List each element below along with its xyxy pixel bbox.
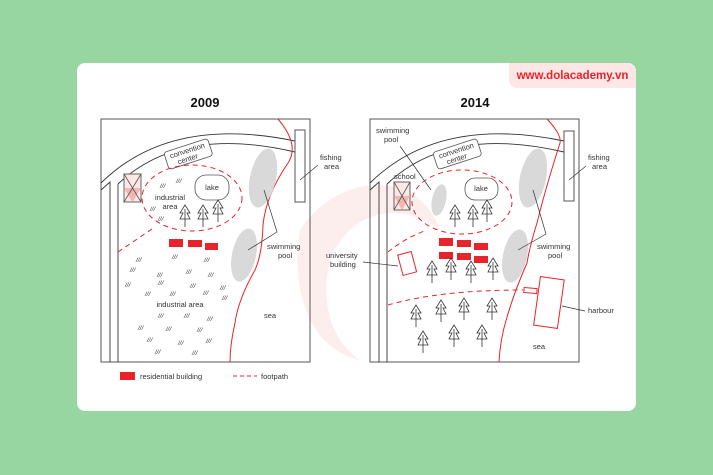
hatch-mark: ///	[183, 313, 191, 320]
trees	[179, 199, 224, 227]
road	[100, 133, 296, 362]
hatch-mark: ///	[177, 340, 185, 347]
lake-label: lake	[474, 184, 488, 193]
hatch-mark: ///	[137, 325, 145, 332]
harbour	[523, 275, 565, 329]
hatch-mark: ///	[196, 327, 204, 334]
tree-icon	[476, 324, 488, 347]
title-2014: 2014	[461, 95, 491, 110]
tree-icon	[410, 304, 422, 327]
hatch-mark: ///	[135, 257, 143, 264]
lake	[464, 177, 499, 201]
tree-icon	[486, 297, 498, 320]
watermark-logo	[297, 185, 440, 360]
hatch-mark: ///	[169, 291, 177, 298]
tree-icon	[426, 260, 438, 283]
hatch-mark: ///	[144, 291, 152, 298]
hatch-mark: ///	[159, 183, 167, 190]
map-border	[369, 118, 580, 363]
footpath	[117, 226, 156, 253]
legend-residential-label: residential building	[140, 372, 202, 381]
footpath	[387, 289, 524, 306]
trees	[410, 199, 499, 353]
swimming-pools	[431, 148, 548, 283]
hatch-mark: ///	[203, 257, 211, 264]
tree-icon	[458, 297, 470, 320]
hatch-mark: ///	[202, 290, 210, 297]
hatch-mark: ///	[219, 285, 227, 292]
hatch-mark: ///	[207, 272, 215, 279]
industrial-hatching: ////////////////////////////////////////…	[124, 178, 229, 357]
diagram-card	[77, 63, 636, 411]
tree-icon	[467, 204, 479, 227]
footpath-loop	[411, 169, 513, 235]
harbour-label: harbour	[588, 306, 614, 315]
hatch-mark: ///	[221, 295, 229, 302]
hatch-mark: ///	[149, 206, 157, 213]
crossed-box	[123, 173, 142, 203]
lake-label: lake	[205, 183, 219, 192]
convention-center: conventioncenter	[433, 138, 482, 170]
residential-buildings	[169, 239, 218, 250]
swimming-pools	[230, 148, 278, 282]
hatch-mark: ///	[129, 267, 137, 274]
map-border	[100, 118, 311, 363]
footpath	[387, 229, 428, 253]
tree-icon	[481, 199, 493, 222]
hatch-mark: ///	[157, 313, 165, 320]
tree-icon	[179, 204, 191, 227]
tree-icon	[435, 299, 447, 322]
tree-icon	[197, 204, 209, 227]
tree-icon	[449, 204, 461, 227]
tree-icon	[465, 260, 477, 283]
tree-icon	[417, 330, 429, 353]
hatch-mark: ///	[124, 282, 132, 289]
legend-footpath-label: footpath	[261, 372, 288, 381]
tree-icon	[445, 257, 457, 280]
footpath-loop	[141, 164, 243, 232]
university-building	[397, 250, 418, 277]
industrial-area-bottom-label: industrial area	[156, 300, 204, 309]
tree-icon	[212, 199, 224, 222]
hatch-mark: ///	[146, 337, 154, 344]
coastline	[229, 118, 293, 363]
title-2009: 2009	[191, 95, 220, 110]
sea-label: sea	[533, 342, 546, 351]
school	[393, 181, 411, 211]
residential-buildings	[439, 238, 488, 263]
hatch-mark: ///	[157, 216, 165, 223]
hatch-mark: ///	[206, 316, 214, 323]
hatch-mark: ///	[175, 178, 183, 185]
legend: residential building footpath	[120, 372, 288, 381]
hatch-mark: ///	[185, 269, 193, 276]
tree-icon	[448, 324, 460, 347]
hatch-mark: ///	[171, 254, 179, 261]
hatch-mark: ///	[191, 350, 199, 357]
school-label: school	[394, 172, 416, 181]
hatch-mark: ///	[165, 326, 173, 333]
coastline	[498, 118, 561, 363]
fishing-area	[294, 129, 306, 203]
tree-icon	[487, 257, 499, 280]
hatch-mark: ///	[154, 349, 162, 356]
sea-label: sea	[264, 311, 277, 320]
lake	[194, 174, 230, 201]
fishing-area	[563, 130, 575, 202]
hatch-mark: ///	[156, 272, 164, 279]
legend-residential-swatch	[120, 372, 135, 380]
hatch-mark: ///	[189, 283, 197, 290]
brand-badge: www.dolacademy.vn	[509, 63, 636, 88]
hatch-mark: ///	[205, 338, 213, 345]
hatch-mark: ///	[157, 280, 165, 287]
